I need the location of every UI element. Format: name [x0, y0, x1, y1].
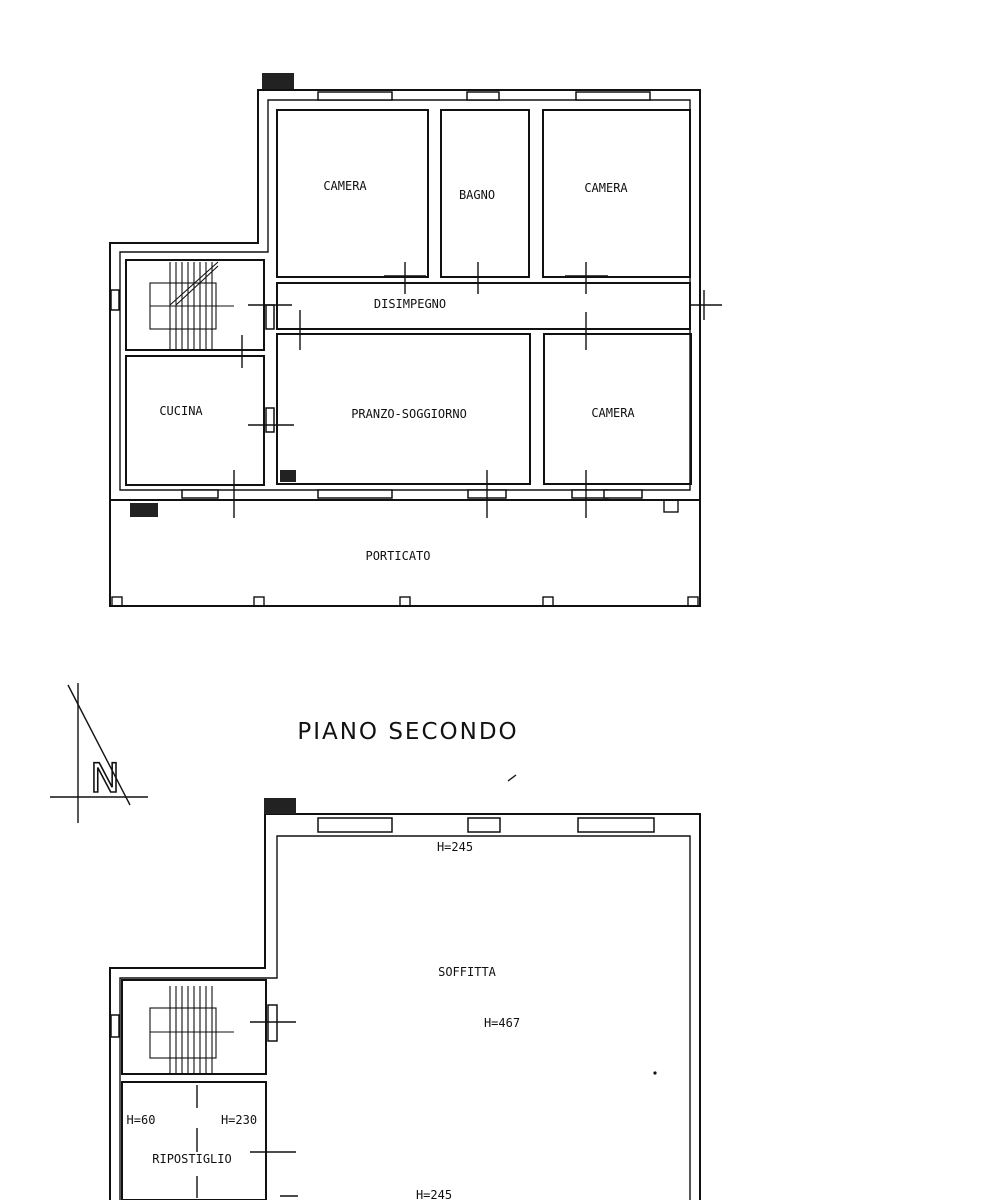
label-soffitta-center-height: H=467 — [484, 1016, 520, 1030]
label-camera-1: CAMERA — [323, 179, 367, 193]
room-camera-2 — [542, 109, 691, 278]
room-bagno — [440, 109, 530, 278]
window-left — [110, 289, 120, 311]
label-bagno: BAGNO — [459, 188, 495, 202]
label-cucina: CUCINA — [159, 404, 203, 418]
lower-window-left — [110, 1014, 120, 1038]
lower-window-top-1 — [317, 817, 393, 833]
lower-window-top-2 — [467, 817, 501, 833]
lower-door-marks — [196, 1021, 298, 1198]
upper-inner-wall — [119, 99, 691, 491]
chimney-hatch — [262, 73, 294, 89]
window-top-2 — [466, 91, 500, 101]
stairs-upper — [149, 261, 234, 350]
north-label: N — [90, 756, 120, 802]
room-pranzo-soggiorno — [276, 333, 531, 485]
room-stairwell — [125, 259, 265, 351]
label-ripostiglio-left-height: H=60 — [127, 1113, 156, 1127]
window-bottom-5 — [603, 489, 643, 499]
stray-mark — [507, 774, 517, 782]
window-inner-left — [265, 407, 275, 433]
window-stair-right — [265, 304, 275, 330]
room-cucina — [125, 355, 265, 486]
label-soffitta-bottom-height: H=245 — [416, 1188, 452, 1200]
lower-window-inner — [267, 1004, 278, 1042]
porticato-pillars — [111, 499, 699, 607]
north-arrow: N — [50, 683, 148, 823]
label-soffitta: SOFFITTA — [438, 965, 497, 979]
room-ripostiglio — [121, 1081, 267, 1200]
window-top-3 — [575, 91, 651, 101]
lower-inner-wall — [119, 835, 691, 1200]
pranzo-corner-hatch — [280, 470, 296, 482]
lower-window-top-3 — [577, 817, 655, 833]
label-disimpegno: DISIMPEGNO — [374, 297, 446, 311]
label-porticato: PORTICATO — [365, 549, 430, 563]
window-top-1 — [317, 91, 393, 101]
room-disimpegno — [276, 282, 691, 330]
window-bottom-2 — [317, 489, 393, 499]
label-ripostiglio: RIPOSTIGLIO — [152, 1152, 231, 1166]
stairs-lower — [149, 986, 234, 1074]
label-camera-2: CAMERA — [584, 181, 628, 195]
room-camera-1 — [276, 109, 429, 278]
label-ripostiglio-right-height: H=230 — [221, 1113, 257, 1127]
label-soffitta-top-height: H=245 — [437, 840, 473, 854]
window-bottom-1 — [181, 489, 219, 499]
window-bottom-4 — [571, 489, 609, 499]
room-camera-3 — [543, 333, 692, 485]
corner-hatch — [130, 503, 158, 517]
lower-floor-plan: H=245 SOFFITTA H=467 H=60 H=230 RIPOSTIG… — [109, 798, 701, 1200]
label-camera-3: CAMERA — [591, 406, 635, 420]
lower-outer-wall — [109, 813, 701, 1200]
stray-dot — [653, 1071, 657, 1075]
floor-title: PIANO SECONDO — [297, 719, 518, 745]
upper-outer-wall — [109, 89, 701, 501]
lower-chimney-hatch — [264, 798, 296, 814]
label-pranzo-soggiorno: PRANZO-SOGGIORNO — [351, 407, 467, 421]
upper-floor-plan: CAMERA BAGNO CAMERA DISIMPEGNO CUCINA PR… — [109, 73, 722, 607]
door-marks — [233, 262, 722, 518]
